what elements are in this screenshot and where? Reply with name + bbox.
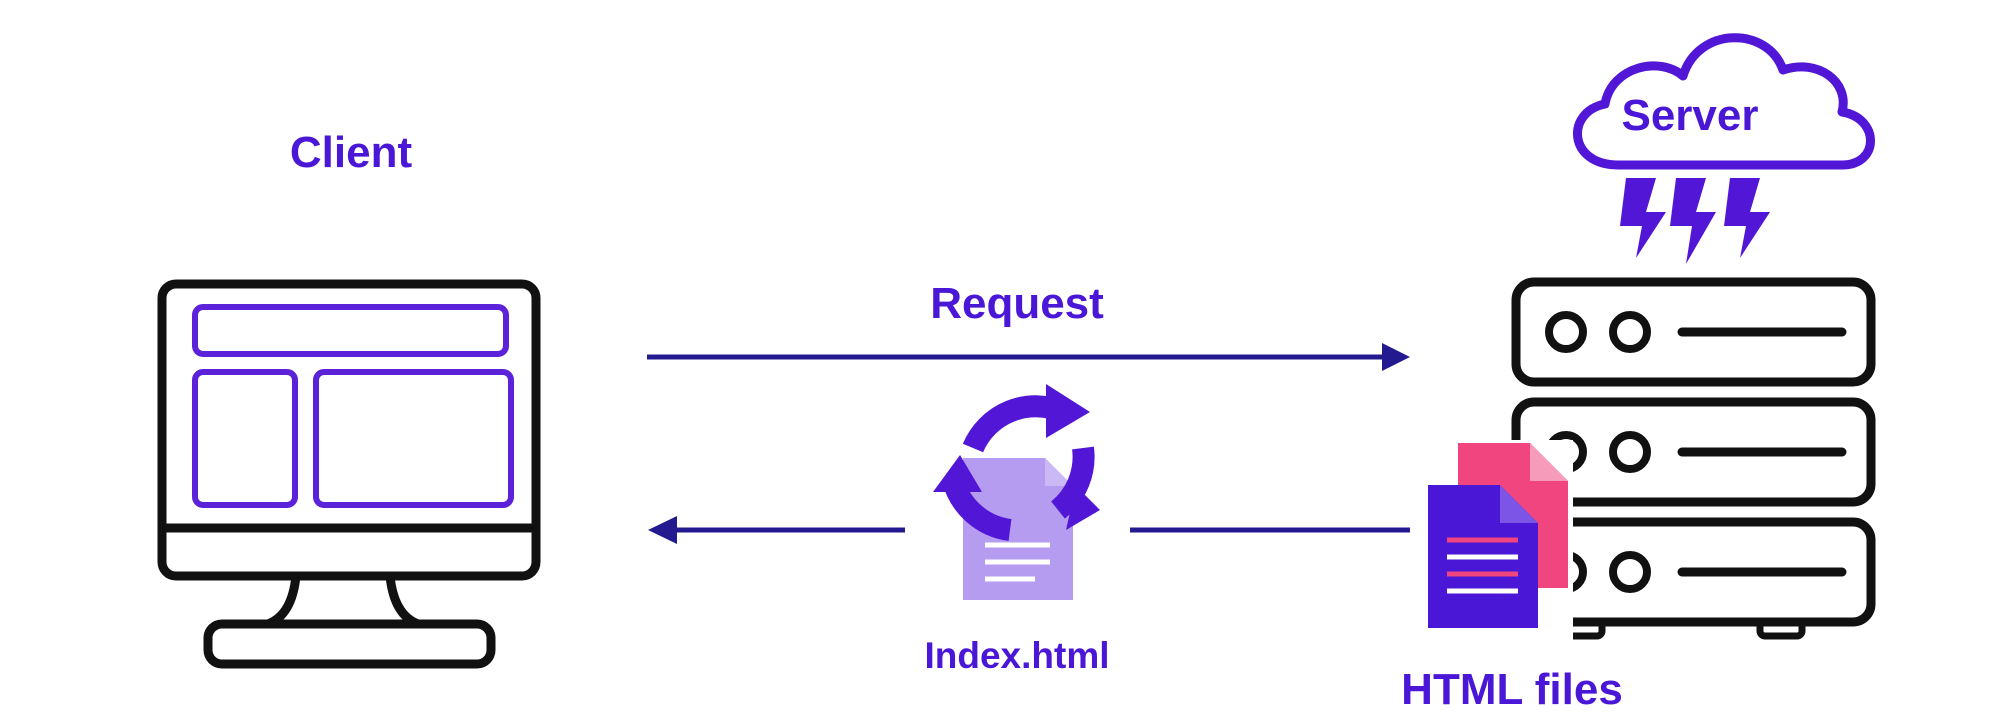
request-label: Request bbox=[930, 279, 1104, 328]
request-arrow bbox=[647, 343, 1410, 371]
html-files-label: HTML files bbox=[1401, 665, 1623, 714]
cloud-icon bbox=[1573, 33, 1875, 170]
client-monitor-icon bbox=[157, 279, 541, 669]
index-html-label: Index.html bbox=[924, 635, 1110, 676]
server-label: Server bbox=[1621, 91, 1759, 140]
client-label: Client bbox=[289, 128, 413, 177]
refresh-icon bbox=[933, 384, 1100, 541]
response-arrow bbox=[648, 516, 1410, 544]
index-html-document-icon bbox=[963, 458, 1073, 600]
lightning-bolts-icon bbox=[1620, 178, 1770, 264]
html-files-icon bbox=[1425, 440, 1573, 642]
